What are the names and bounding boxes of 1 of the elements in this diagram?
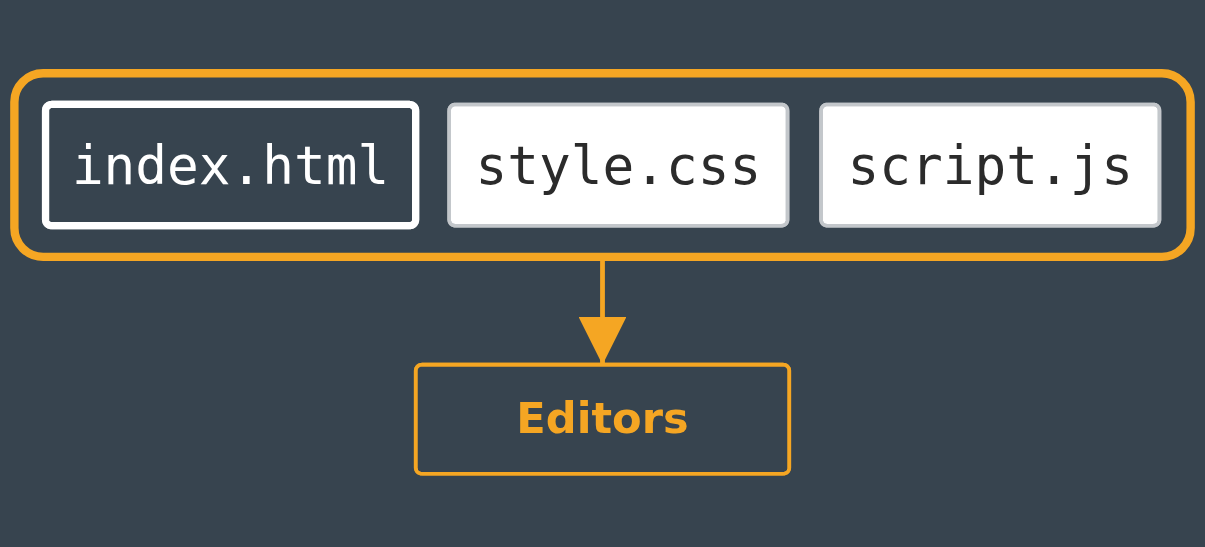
cluster xyxy=(10,69,1195,262)
